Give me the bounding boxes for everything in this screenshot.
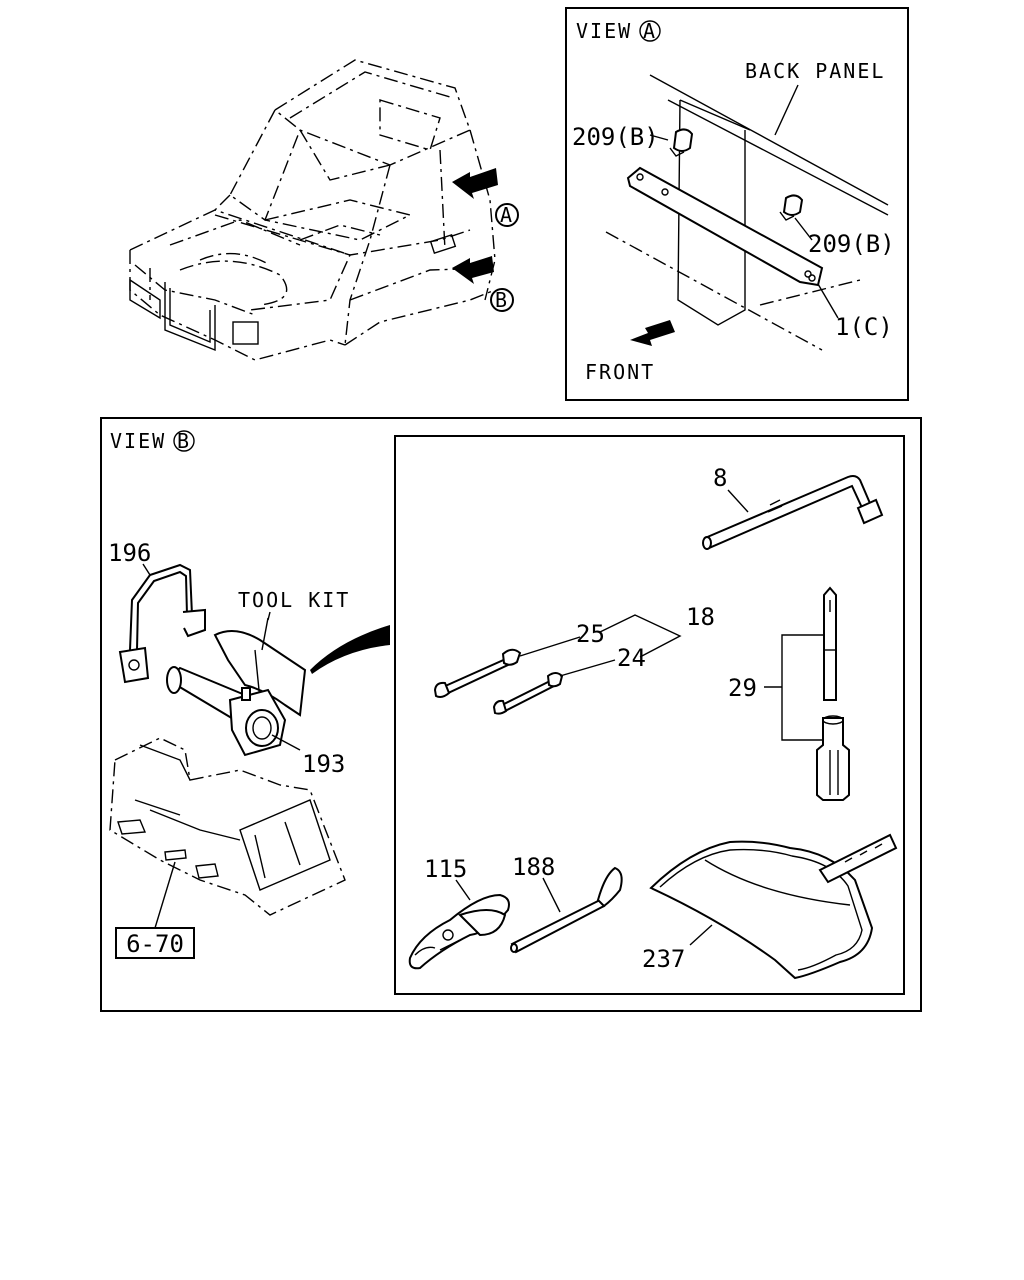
part-29-screwdriver xyxy=(816,586,850,801)
part-209b-upper-label: 209(B) xyxy=(572,123,659,151)
callout-b-circle xyxy=(490,288,514,312)
tool-kit-contents: 8 18 25 24 29 115 188 237 xyxy=(394,435,905,995)
part-196-label: 196 xyxy=(108,539,151,567)
view-a-panel: VIEW A BACK PANEL 209(B) 209(B) 1(C) FRO… xyxy=(565,7,909,401)
vehicle-body-overview: A B xyxy=(129,59,519,361)
part-115-label: 115 xyxy=(424,855,467,883)
tool-storage-tray xyxy=(109,737,346,916)
tool-kit-bag xyxy=(213,617,390,717)
view-b-frame xyxy=(100,417,922,1012)
ref-6-70-box xyxy=(115,927,195,959)
front-label: FRONT xyxy=(585,360,655,384)
view-b-panel: VIEW B xyxy=(100,417,922,1012)
part-1c-label: 1(C) xyxy=(835,313,893,341)
part-188-label: 188 xyxy=(512,853,555,881)
part-25-label: 25 xyxy=(576,620,605,648)
callout-b-letter: B xyxy=(495,288,509,312)
part-115-pliers xyxy=(408,893,510,970)
back-panel-label: BACK PANEL xyxy=(745,59,885,83)
front-arrow xyxy=(630,320,675,346)
part-24-wrench xyxy=(492,672,564,715)
callout-a-circle xyxy=(495,203,519,227)
part-29-label: 29 xyxy=(728,674,757,702)
part-8-wheel-wrench xyxy=(702,475,884,550)
part-8-label: 8 xyxy=(713,464,727,492)
part-209b-lower-label: 209(B) xyxy=(808,230,895,258)
arrow-to-view-a xyxy=(452,168,498,199)
part-25-wrench xyxy=(433,648,522,698)
part-193-jack xyxy=(166,666,287,757)
view-b-title: VIEW xyxy=(110,429,166,453)
view-a-title-letter: A xyxy=(643,19,657,43)
part-196-strap xyxy=(118,563,206,684)
view-a-frame xyxy=(565,7,909,401)
tool-kit-frame xyxy=(394,435,905,995)
part-18-label: 18 xyxy=(686,603,715,631)
view-a-title: VIEW xyxy=(576,19,632,43)
part-24-label: 24 xyxy=(617,644,646,672)
part-237-tool-bag xyxy=(649,833,898,980)
arrow-to-view-b xyxy=(452,256,494,284)
callout-a-letter: A xyxy=(500,203,514,227)
ref-6-70-label: 6-70 xyxy=(126,930,184,958)
part-188-rod xyxy=(510,866,623,954)
view-b-title-letter: B xyxy=(177,429,191,453)
view-b-title-circle xyxy=(173,430,195,452)
part-237-label: 237 xyxy=(642,945,685,973)
view-a-title-circle xyxy=(639,20,661,42)
tool-kit-label: TOOL KIT xyxy=(238,588,350,612)
part-193-label: 193 xyxy=(302,750,345,778)
